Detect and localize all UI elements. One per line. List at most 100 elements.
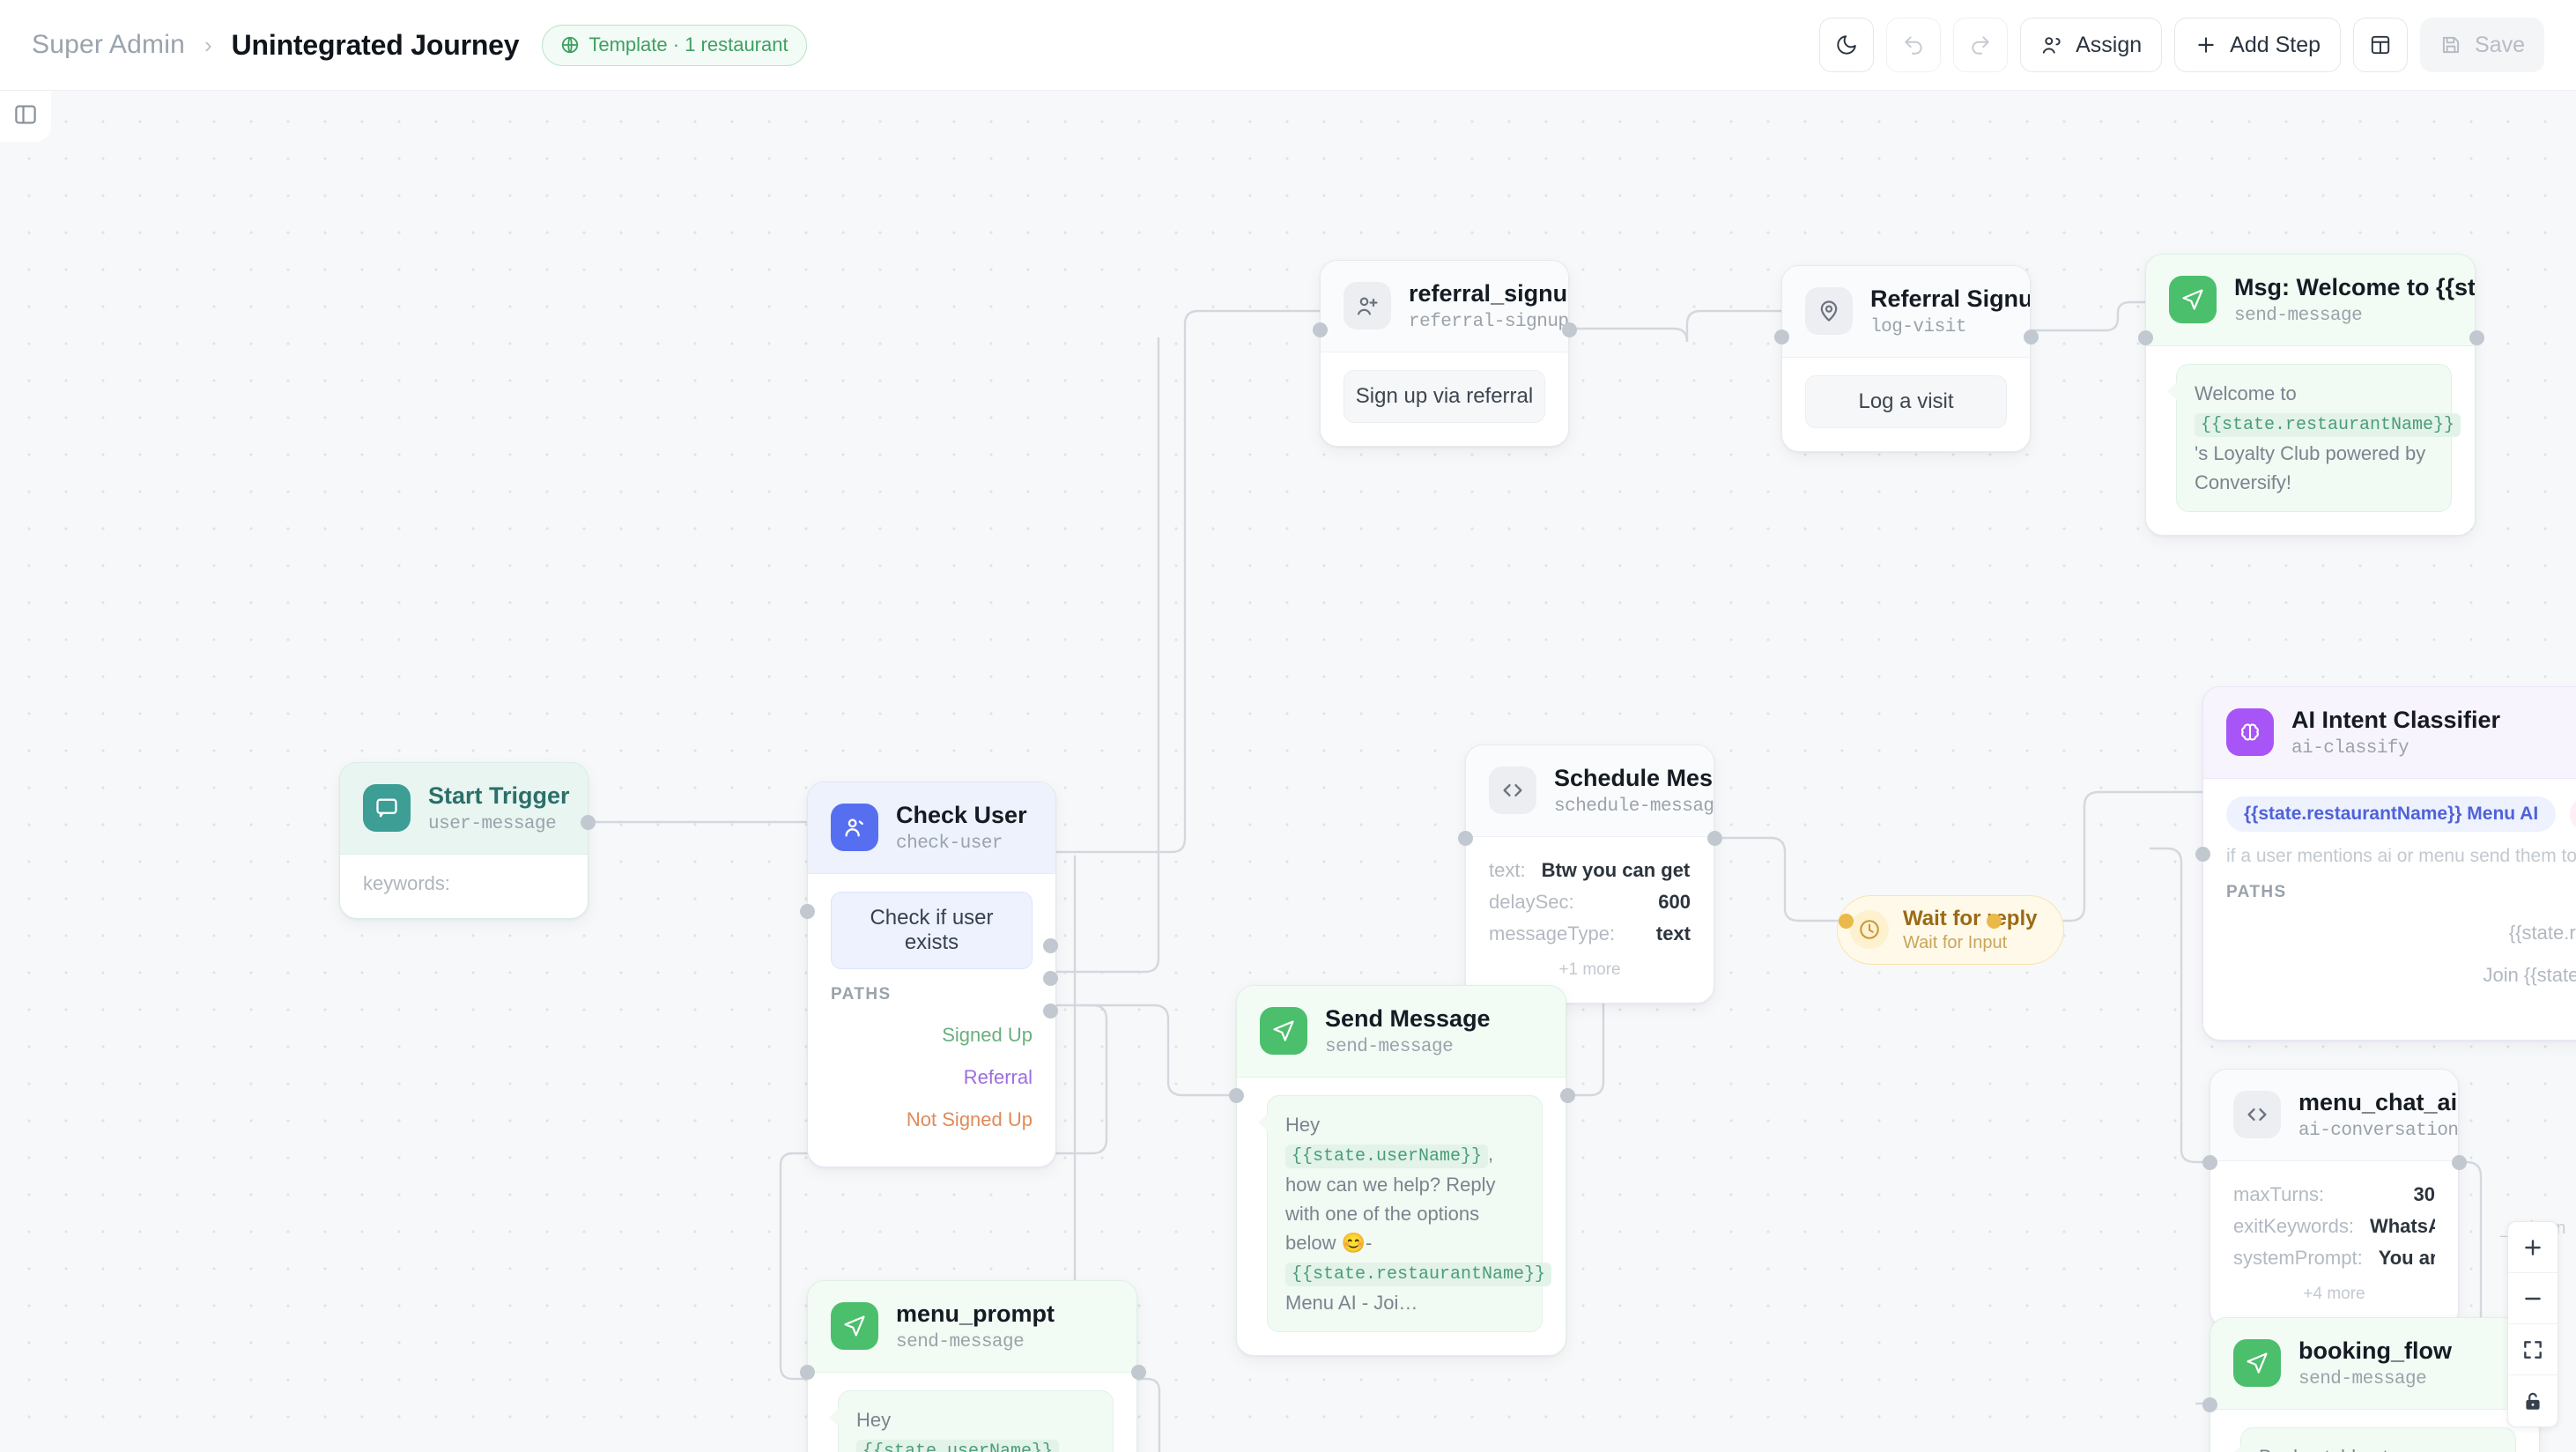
intent-chip-menu-ai[interactable]: {{state.restaurantName}} Menu AI (2226, 796, 2557, 832)
handle-path-signed-up[interactable] (1043, 938, 1058, 953)
node-title: menu_prompt (896, 1300, 1055, 1327)
path-join[interactable]: Join {{state.re (2483, 963, 2576, 986)
node-subtitle: referral-signup (1409, 311, 1569, 332)
node-title: booking_flow (2298, 1337, 2452, 1364)
node-title: AI Intent Classifier (2291, 707, 2501, 733)
check-user-action-button[interactable]: Check if user exists (831, 891, 1033, 969)
handle-send-message-out[interactable] (1560, 1088, 1575, 1103)
moon-icon (1835, 33, 1858, 56)
send-icon (1260, 1007, 1307, 1056)
handle-menu-prompt-in[interactable] (800, 1365, 815, 1380)
handle-booking-in[interactable] (2202, 1397, 2217, 1412)
kv-key: messageType: (1489, 922, 1616, 945)
log-visit-action-button[interactable]: Log a visit (1805, 374, 2007, 428)
zoom-in-button[interactable] (2508, 1222, 2557, 1273)
path-referral[interactable]: Referral (963, 1065, 1033, 1088)
handle-path-referral[interactable] (1043, 971, 1058, 986)
node-subtitle: send-message (896, 1331, 1025, 1352)
undo-button[interactable] (1886, 18, 1942, 72)
path-menu-ai[interactable]: {{state.rest (2508, 921, 2576, 944)
add-step-label: Add Step (2230, 32, 2321, 57)
node-wait-for-reply[interactable]: Wait for reply Wait for Input (1837, 895, 2065, 965)
node-send-message[interactable]: Send Message send-message Hey {{state.us… (1236, 985, 1566, 1356)
bubble-text-3: Menu AI - Joi… (1285, 1291, 1418, 1314)
node-booking-flow[interactable]: booking_flow send-message Book a table a… (2210, 1317, 2540, 1452)
node-header: Msg: Welcome to {{state.r… send-message (2146, 255, 2475, 345)
paths-label: PATHS (2226, 882, 2287, 901)
handle-welcome-out[interactable] (2469, 330, 2484, 345)
node-header: Start Trigger user-message (340, 763, 588, 854)
kv-value: WhatsApp menu,… (2369, 1214, 2435, 1237)
handle-referral-signup-in[interactable] (1313, 322, 1328, 337)
plus-icon (2521, 1236, 2544, 1259)
toggle-panel-button[interactable] (2353, 18, 2409, 72)
handle-start-trigger-out[interactable] (581, 815, 596, 830)
template-badge-label: Template · 1 restaurant (588, 33, 788, 56)
handle-path-not-signed-up[interactable] (1043, 1004, 1058, 1019)
node-welcome-message[interactable]: Msg: Welcome to {{state.r… send-message … (2145, 254, 2476, 536)
bubble-var-2: {{state.restaurantName}} (1285, 1262, 1552, 1286)
handle-referral-signup-out[interactable] (1562, 322, 1577, 337)
kv-key: delaySec: (1489, 890, 1574, 913)
path-not-signed-up[interactable]: Not Signed Up (906, 1108, 1033, 1130)
handle-menu-prompt-out[interactable] (1131, 1365, 1146, 1380)
node-header: Check User check-user (808, 782, 1055, 873)
send-icon (831, 1302, 878, 1351)
more-label[interactable]: +1 more (1558, 959, 1621, 979)
fit-view-button[interactable] (2508, 1324, 2557, 1375)
intent-chip-join[interactable]: Join {{state.restaurantName}}'s (2570, 796, 2576, 832)
breadcrumb-root[interactable]: Super Admin (32, 30, 185, 59)
handle-wait-out[interactable] (1987, 914, 2002, 929)
referral-signup-action-button[interactable]: Sign up via referral (1344, 369, 1545, 423)
handle-welcome-in[interactable] (2138, 330, 2153, 345)
handle-wait-in[interactable] (1839, 914, 1854, 929)
node-menu-chat-ai[interactable]: menu_chat_ai ai-conversation maxTurns: 3… (2210, 1069, 2459, 1328)
check-user-icon (831, 804, 878, 852)
node-schedule-message[interactable]: Schedule Message schedule-message text: … (1465, 745, 1714, 1004)
handle-visit-out[interactable] (2024, 330, 2039, 344)
handle-menu-chat-out[interactable] (2452, 1155, 2467, 1170)
node-title: Schedule Message (1554, 765, 1714, 791)
node-menu-prompt[interactable]: menu_prompt send-message Hey {{state.use… (807, 1280, 1137, 1452)
assign-label: Assign (2076, 32, 2143, 57)
handle-ai-classifier-in[interactable] (2195, 847, 2210, 862)
add-step-button[interactable]: Add Step (2174, 18, 2342, 72)
dark-mode-button[interactable] (1819, 18, 1875, 72)
save-button[interactable]: Save (2420, 18, 2544, 72)
handle-menu-chat-in[interactable] (2202, 1155, 2217, 1170)
path-signed-up[interactable]: Signed Up (942, 1023, 1033, 1046)
handle-schedule-out[interactable] (1707, 831, 1722, 846)
zoom-controls (2507, 1221, 2558, 1427)
lock-canvas-button[interactable] (2508, 1375, 2557, 1426)
bubble-text-1: Welcome to (2195, 382, 2297, 404)
flow-canvas[interactable]: Start Trigger user-message keywords: Che… (0, 91, 2576, 1452)
handle-visit-in[interactable] (1774, 330, 1789, 344)
bubble-var-1: {{state.userName}} (856, 1439, 1060, 1452)
node-start-trigger[interactable]: Start Trigger user-message keywords: (339, 762, 588, 919)
save-label: Save (2475, 32, 2525, 57)
wait-subtitle: Wait for Input (1903, 932, 2008, 952)
breadcrumb-separator: › (204, 31, 212, 58)
node-header: booking_flow send-message (2210, 1318, 2539, 1409)
handle-check-user-in[interactable] (800, 904, 815, 919)
node-ai-intent-classifier[interactable]: AI Intent Classifier ai-classify {{state… (2202, 686, 2576, 1041)
more-label[interactable]: +4 more (2303, 1284, 2365, 1303)
assign-button[interactable]: Assign (2020, 18, 2163, 72)
kv-row: maxTurns: 30 (2233, 1179, 2435, 1211)
node-check-user[interactable]: Check User check-user Check if user exis… (807, 782, 1056, 1167)
redo-button[interactable] (1953, 18, 2009, 72)
sidebar-toggle-button[interactable] (0, 91, 51, 142)
kv-value: You are a friendly … (2378, 1246, 2435, 1269)
zoom-out-button[interactable] (2508, 1273, 2557, 1324)
handle-send-message-in[interactable] (1229, 1088, 1244, 1103)
kv-key: exitKeywords: (2233, 1214, 2354, 1237)
code-icon (2233, 1091, 2281, 1139)
node-header: AI Intent Classifier ai-classify (2203, 687, 2576, 778)
handle-schedule-in[interactable] (1458, 831, 1473, 846)
kv-key: text: (1489, 858, 1526, 881)
node-referral-signup-flow[interactable]: referral_signup_flow referral-signup Sig… (1320, 260, 1569, 447)
bubble-text-2: , how can we help? Reply with one of the… (1285, 1142, 1496, 1254)
